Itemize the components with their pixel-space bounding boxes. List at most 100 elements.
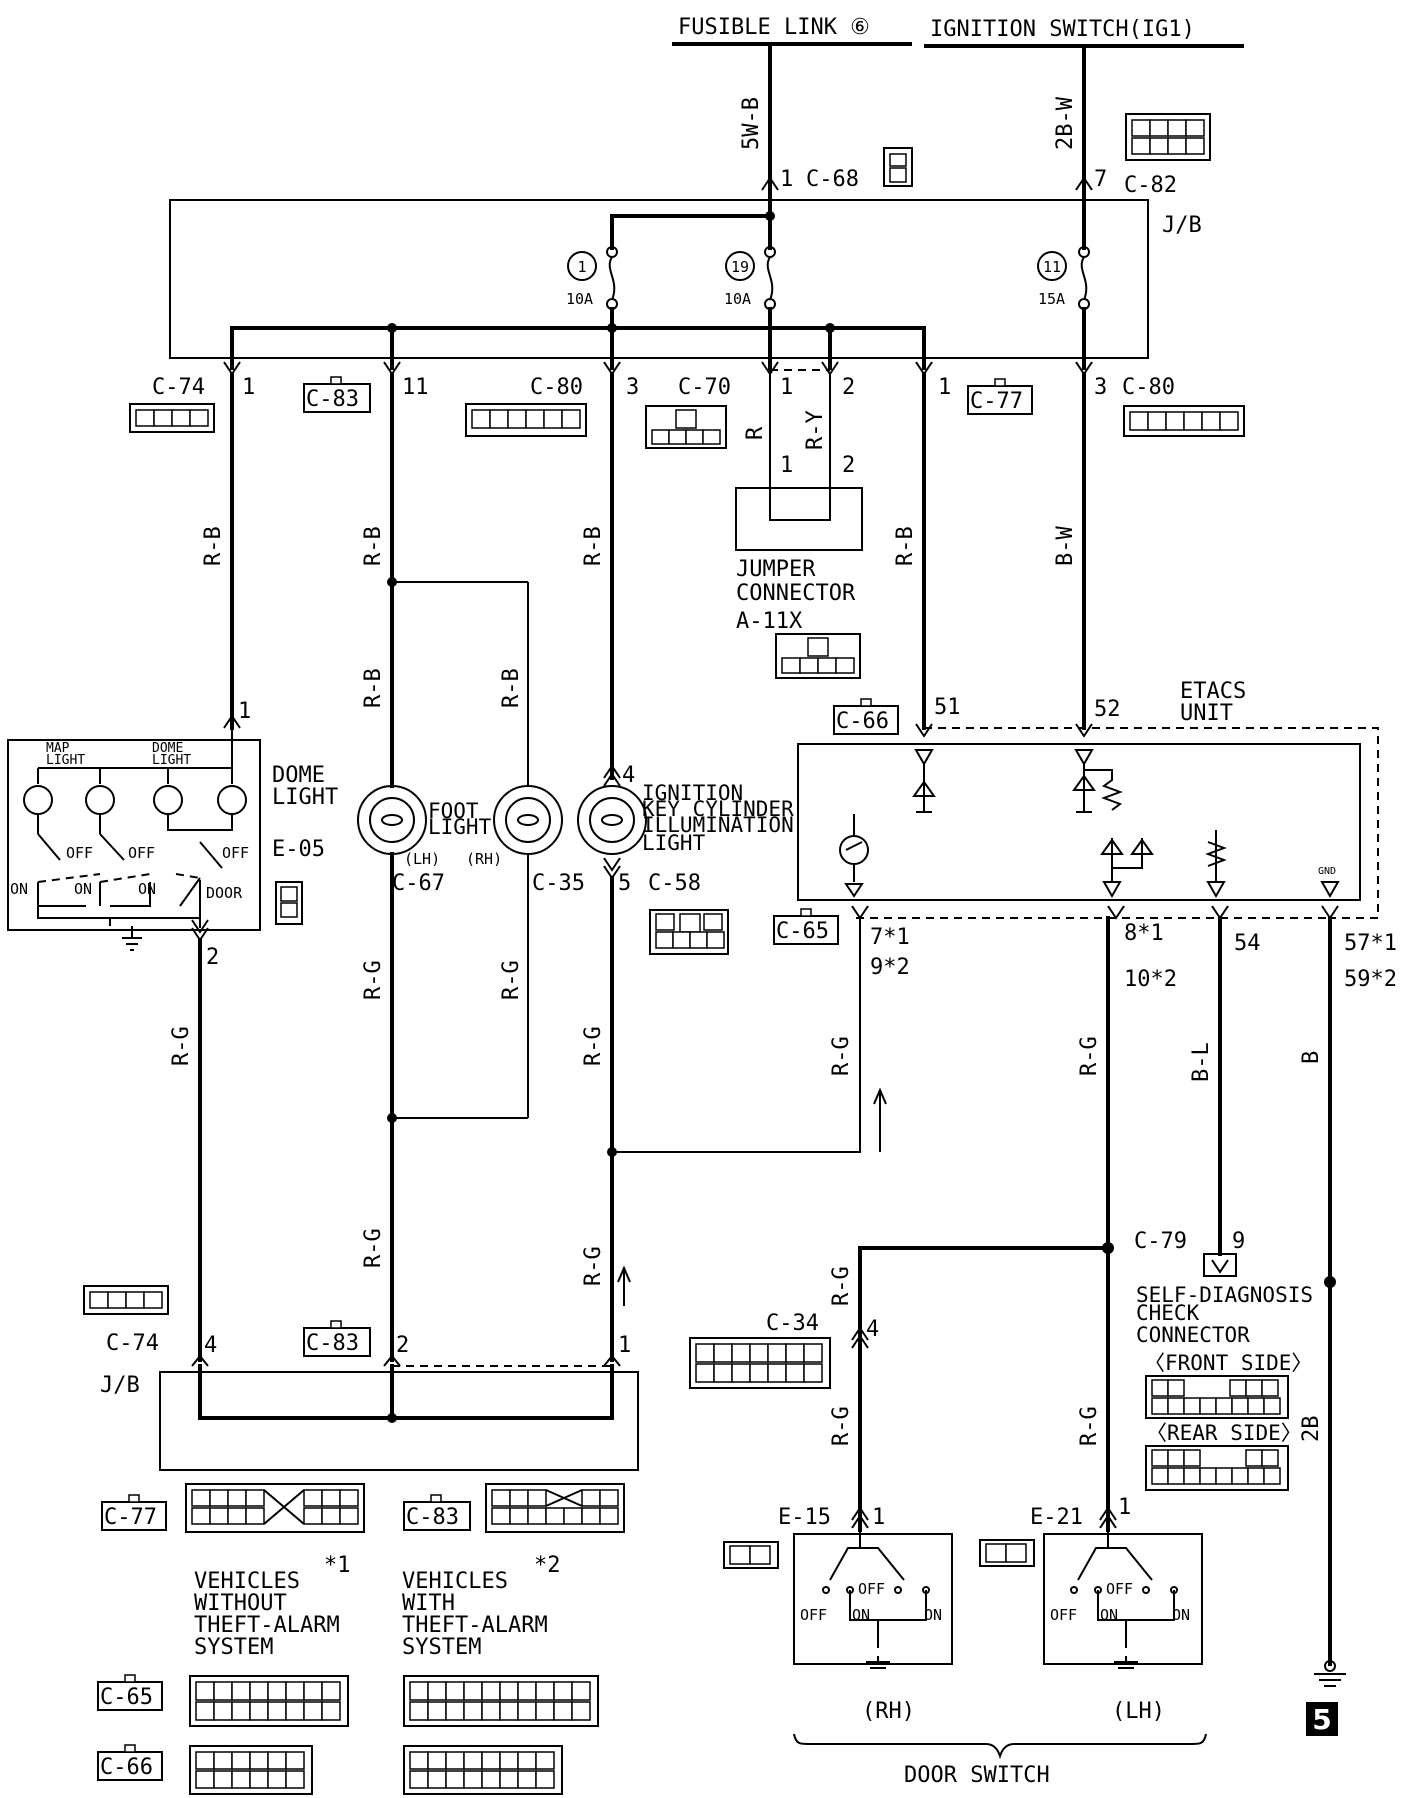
c83-top-badge: [303, 376, 371, 413]
c77-top-badge: [967, 378, 1033, 415]
c58-connector-face: [649, 909, 729, 955]
connector-c83-legend: C-83: [406, 1505, 459, 1530]
junction-dot: [387, 1413, 397, 1423]
wire-label-r: R: [743, 426, 768, 440]
note-2-line-4: SYSTEM: [402, 1635, 481, 1660]
pin-etacs-59s2: 59*2: [1344, 967, 1397, 992]
wire-label-rg-9: R-G: [829, 1266, 854, 1306]
terminal-dome-1: [223, 714, 241, 729]
page-number-box: [1306, 1702, 1338, 1736]
wire-label-rb-5: R-B: [581, 526, 606, 566]
connector-c70: C-70: [678, 375, 731, 400]
pin-dome-1: 1: [238, 699, 251, 724]
ignition-light-label-2: KEY CYLINDER: [642, 797, 794, 821]
note-2-line-3: THEFT-ALARM: [402, 1613, 548, 1638]
pin-c70-2: 2: [842, 375, 855, 400]
page-number: 5: [1312, 1703, 1331, 1736]
door-switch-rh-on-1: ON: [852, 1606, 870, 1624]
connector-c77-legend: C-77: [104, 1505, 157, 1530]
ignition-light-label-3: ILLUMINATION: [642, 813, 794, 837]
pin-c83-2: 2: [396, 1333, 409, 1358]
pin-bottom-1: 1: [618, 1333, 631, 1358]
fuse-11-number: 11: [1043, 258, 1061, 276]
door-switch-rh-off-1: OFF: [858, 1580, 885, 1598]
e21-connector-face: [979, 1539, 1035, 1567]
fusible-link-label: FUSIBLE LINK ⑥: [678, 15, 870, 40]
dome-light-label-2: LIGHT: [272, 785, 338, 810]
pin-c77-1: 1: [938, 375, 951, 400]
connector-c58: C-58: [648, 871, 701, 896]
self-diagnosis-rear-face: [1145, 1445, 1289, 1491]
etacs-unit-body: [797, 743, 1361, 901]
c83-badge-legend: [403, 1494, 471, 1531]
junction-dot: [825, 323, 835, 333]
door-switch-lh-label: (LH): [1112, 1699, 1165, 1724]
note-1-line-2: WITHOUT: [194, 1591, 287, 1616]
self-diagnosis-label-2: CHECK: [1136, 1301, 1200, 1325]
pin-etacs-10s2: 10*2: [1124, 967, 1177, 992]
door-switch-label: DOOR SWITCH: [904, 1763, 1050, 1788]
wire-label-rg-11: R-G: [1077, 1406, 1102, 1446]
fuse-19-number: 19: [731, 258, 749, 276]
wire-label-bw: B-W: [1053, 526, 1078, 566]
connector-c65-legend: C-65: [100, 1685, 153, 1710]
dome-switch-on-2: ON: [74, 880, 92, 898]
ignition-light-label-4: LIGHT: [642, 831, 706, 855]
connector-c65: C-65: [776, 919, 829, 944]
jumper-connector-label-2: CONNECTOR: [736, 581, 856, 606]
c82-connector-face: [1125, 113, 1211, 161]
foot-light-lh: [357, 785, 427, 855]
wire-label-ry: R-Y: [803, 410, 828, 450]
dome-switch-door: DOOR: [206, 884, 243, 902]
front-side-label: 〈FRONT SIDE〉: [1144, 1351, 1312, 1375]
wire-label-rg-6: R-G: [581, 1246, 606, 1286]
e05-connector-face: [275, 881, 303, 925]
c65-badge: [773, 908, 839, 945]
wire-label-rg-8: R-G: [1077, 1036, 1102, 1076]
wire-label-rb-1: R-B: [201, 526, 226, 566]
connector-c35: C-35: [532, 871, 585, 896]
dome-switch-off-2: OFF: [128, 844, 155, 862]
connector-a11x: A-11X: [736, 609, 803, 634]
terminal-jb-bottom: [191, 1354, 621, 1367]
c80-connector-face-left: [465, 403, 587, 437]
fuse-11-rating: 15A: [1038, 290, 1065, 308]
pin-c68-1: 1: [780, 167, 793, 192]
junction-dot: [387, 1113, 397, 1123]
c80-connector-face-right: [1123, 405, 1245, 437]
connector-c66: C-66: [836, 709, 889, 734]
dome-switch-off-1: OFF: [66, 844, 93, 862]
map-light-label-2: LIGHT: [46, 753, 85, 768]
door-switch-rh-off-2: OFF: [800, 1606, 827, 1624]
c83-connector-face: [485, 1483, 625, 1533]
pin-c80-3-right: 3: [1094, 375, 1107, 400]
ignition-switch-label: IGNITION SWITCH(IG1): [930, 17, 1195, 42]
terminal-c79-9: [1211, 1259, 1229, 1274]
pin-e15-1: 1: [872, 1505, 885, 1530]
c70-dashed-link: [769, 369, 830, 372]
door-switch-rh-internal: [822, 1530, 930, 1669]
jb-bottom-bus: [198, 1364, 614, 1420]
c66-badge: [833, 698, 899, 735]
connector-c74-bottom: C-74: [106, 1331, 159, 1356]
c34-connector-face: [689, 1337, 831, 1389]
pin-etacs-51: 51: [934, 695, 961, 720]
note-1-line-1: VEHICLES: [194, 1569, 300, 1594]
terminal-etacs-8: [1107, 905, 1125, 920]
c83-bottom-badge: [303, 1320, 371, 1357]
ignition-illumination-light: [577, 785, 647, 855]
pin-etacs-8s1: 8*1: [1124, 921, 1164, 946]
c74-connector-face-top: [129, 403, 215, 433]
note-2-line-1: VEHICLES: [402, 1569, 508, 1594]
door-switch-rh-on-2: ON: [924, 1606, 942, 1624]
pin-etacs-54: 54: [1234, 931, 1261, 956]
junction-block-bottom: [159, 1371, 639, 1471]
connector-e05: E-05: [272, 837, 325, 862]
connector-c82: C-82: [1124, 173, 1177, 198]
note-1-line-4: SYSTEM: [194, 1635, 273, 1660]
pin-c58-4: 4: [622, 763, 635, 788]
etacs-internal-circuitry: [839, 749, 1340, 899]
pin-e21-1: 1: [1118, 1495, 1131, 1520]
wire-label-2b: 2B: [1299, 1416, 1324, 1443]
